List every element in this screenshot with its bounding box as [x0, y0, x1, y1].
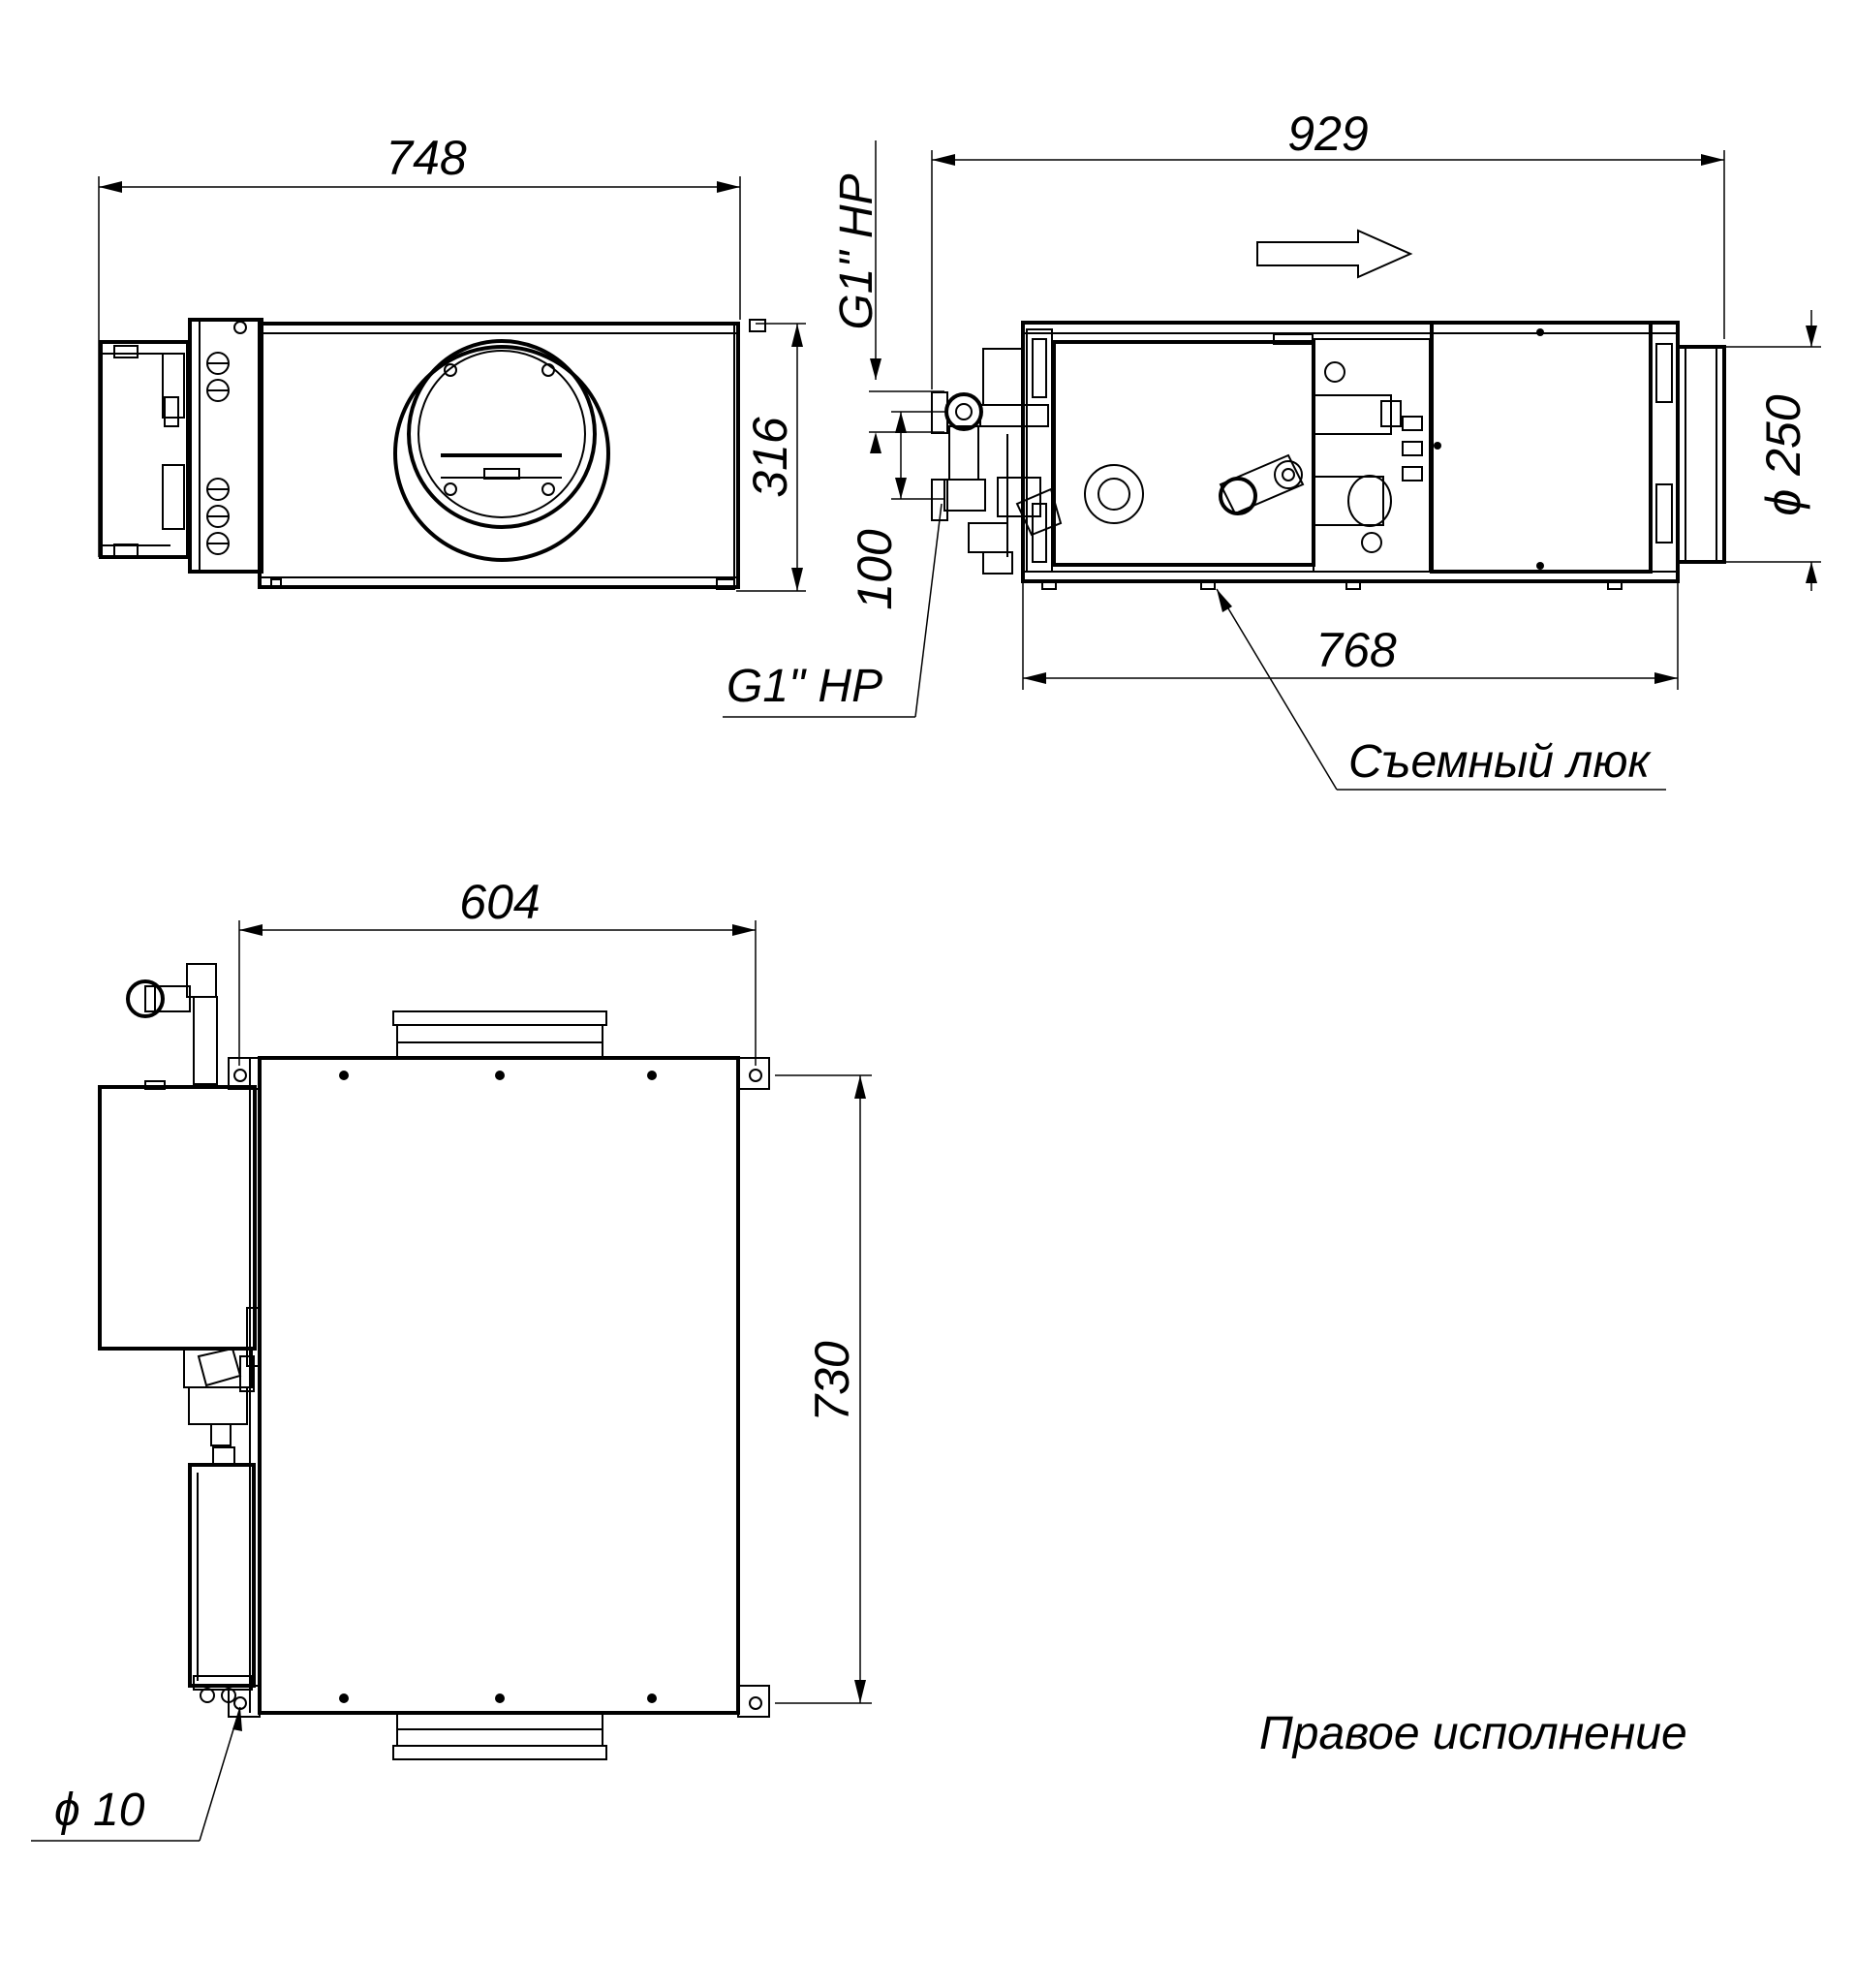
control-box: [188, 1463, 256, 1688]
airflow-arrow: [1256, 229, 1413, 279]
dimension-929: 929: [931, 107, 1725, 389]
unit-body-front: [258, 322, 740, 589]
fan-outlet: [393, 339, 610, 562]
dim-diameter-250-label: ϕ 250: [1756, 394, 1810, 515]
front-view: 748 316: [98, 131, 806, 592]
dimension-604: 604: [238, 875, 757, 1066]
dimension-100: 100: [848, 411, 944, 610]
removable-hatch-label: Съемный люк: [1348, 736, 1652, 788]
dim-748-label: 748: [386, 131, 467, 185]
dim-diameter-10-label: ϕ 10: [54, 1785, 145, 1836]
pipe-label-top: G1" HP: [831, 173, 882, 329]
side-view: 929 G1" HP 100 G1" HP: [723, 107, 1821, 791]
dim-316-label: 316: [743, 417, 797, 498]
mounting-brackets: [228, 1057, 770, 1718]
removable-hatch-panel: [1052, 340, 1315, 567]
dimension-768: 768: [1022, 581, 1679, 690]
duct-collar: [1676, 345, 1726, 564]
damper-actuator: [1219, 453, 1305, 515]
dimension-748: 748: [98, 131, 741, 557]
panel-screws: [339, 1071, 657, 1703]
unit-body-plan: [258, 1056, 740, 1715]
dim-604-label: 604: [459, 875, 540, 929]
dimension-316: 316: [736, 323, 806, 592]
pipe-label-bottom: G1" HP: [727, 661, 882, 712]
dim-768-label: 768: [1315, 623, 1397, 677]
heater-box: [98, 1085, 257, 1351]
valve-assembly: [183, 1347, 255, 1446]
dim-929-label: 929: [1287, 107, 1368, 161]
dim-730-label: 730: [805, 1341, 859, 1422]
unit-body-side: [1021, 321, 1680, 583]
plan-view: 604: [31, 875, 872, 1842]
pipe-connections: [931, 348, 1063, 575]
dimension-diameter-250: ϕ 250: [1724, 310, 1821, 591]
dimension-730: 730: [775, 1074, 872, 1704]
pipe-riser: [126, 963, 218, 1085]
dim-100-label: 100: [848, 529, 902, 610]
cable-glands: [206, 321, 247, 555]
variant-label: Правое исполнение: [1259, 1708, 1687, 1759]
